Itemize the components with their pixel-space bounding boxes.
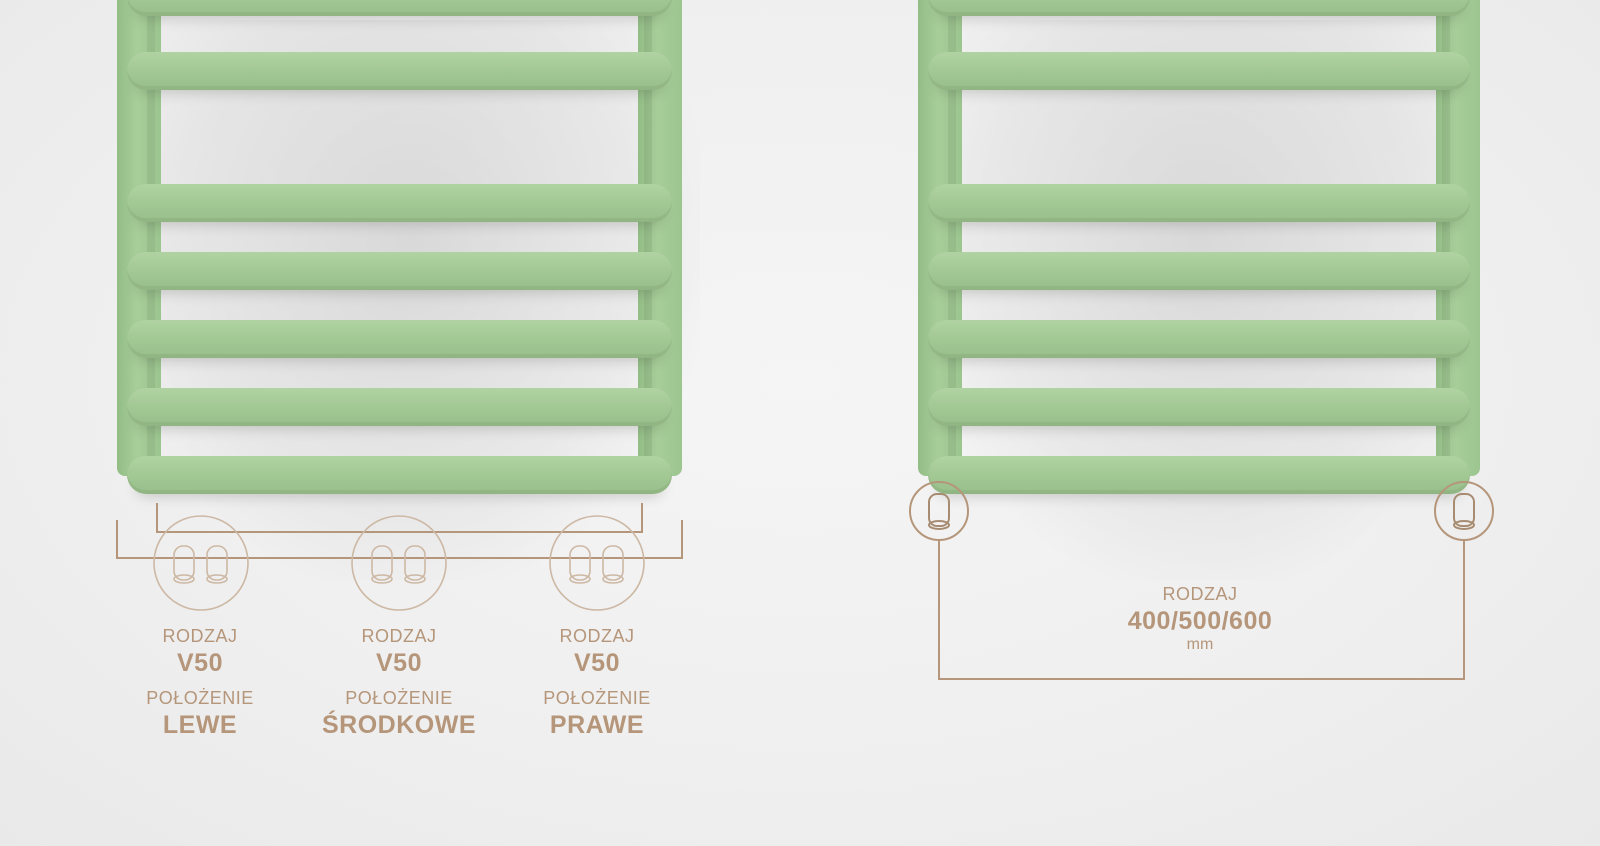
radiator-bar — [127, 388, 672, 426]
valve-icon-right — [549, 515, 645, 611]
radiator-bar — [928, 388, 1470, 426]
type-label: RODZAJ — [162, 626, 238, 646]
radiator-left — [117, 0, 682, 520]
type-label: RODZAJ — [559, 626, 635, 646]
valve-icon-bottom-left — [909, 481, 969, 541]
position-value: LEWE — [162, 711, 238, 739]
type-value: V50 — [177, 649, 223, 677]
radiator-bar — [127, 252, 672, 290]
radiator-bar — [928, 184, 1470, 222]
radiator-bar — [127, 0, 672, 16]
variant-center: RODZAJ V50 POŁOŻENIE ŚRODKOWE — [322, 626, 476, 740]
radiator-bar — [928, 320, 1470, 358]
radiator-bar — [127, 184, 672, 222]
variant-right: RODZAJ V50 POŁOŻENIE PRAWE — [543, 626, 651, 740]
connection-bracket-outer — [116, 520, 683, 559]
radiator-bar — [127, 456, 672, 494]
valve-icon-center — [351, 515, 447, 611]
position-label: POŁOŻENIE — [345, 688, 453, 708]
variant-left: RODZAJ V50 POŁOŻENIE LEWE — [146, 626, 254, 740]
radiator-bar — [928, 52, 1470, 90]
valve-icon-bottom-right — [1434, 481, 1494, 541]
radiator-bar — [127, 320, 672, 358]
position-value: ŚRODKOWE — [322, 711, 476, 739]
radiator-bar — [928, 456, 1470, 494]
dimension-line — [938, 540, 1465, 680]
valve-icon-left — [153, 515, 249, 611]
position-value: PRAWE — [549, 711, 645, 739]
connection-bracket-inner — [156, 503, 643, 533]
type-label: RODZAJ — [361, 626, 437, 646]
unit-label: mm — [1186, 636, 1214, 653]
type-value: V50 — [376, 649, 422, 677]
radiator-bar — [928, 252, 1470, 290]
radiator-right — [918, 0, 1480, 520]
radiator-bar — [127, 52, 672, 90]
type-value: V50 — [574, 649, 620, 677]
spacing-label: RODZAJ 400/500/600 mm — [1128, 584, 1273, 654]
type-label: RODZAJ — [1162, 584, 1238, 604]
spacing-value: 400/500/600 — [1127, 607, 1273, 635]
position-label: POŁOŻENIE — [146, 688, 254, 708]
position-label: POŁOŻENIE — [543, 688, 651, 708]
radiator-bar — [928, 0, 1470, 16]
